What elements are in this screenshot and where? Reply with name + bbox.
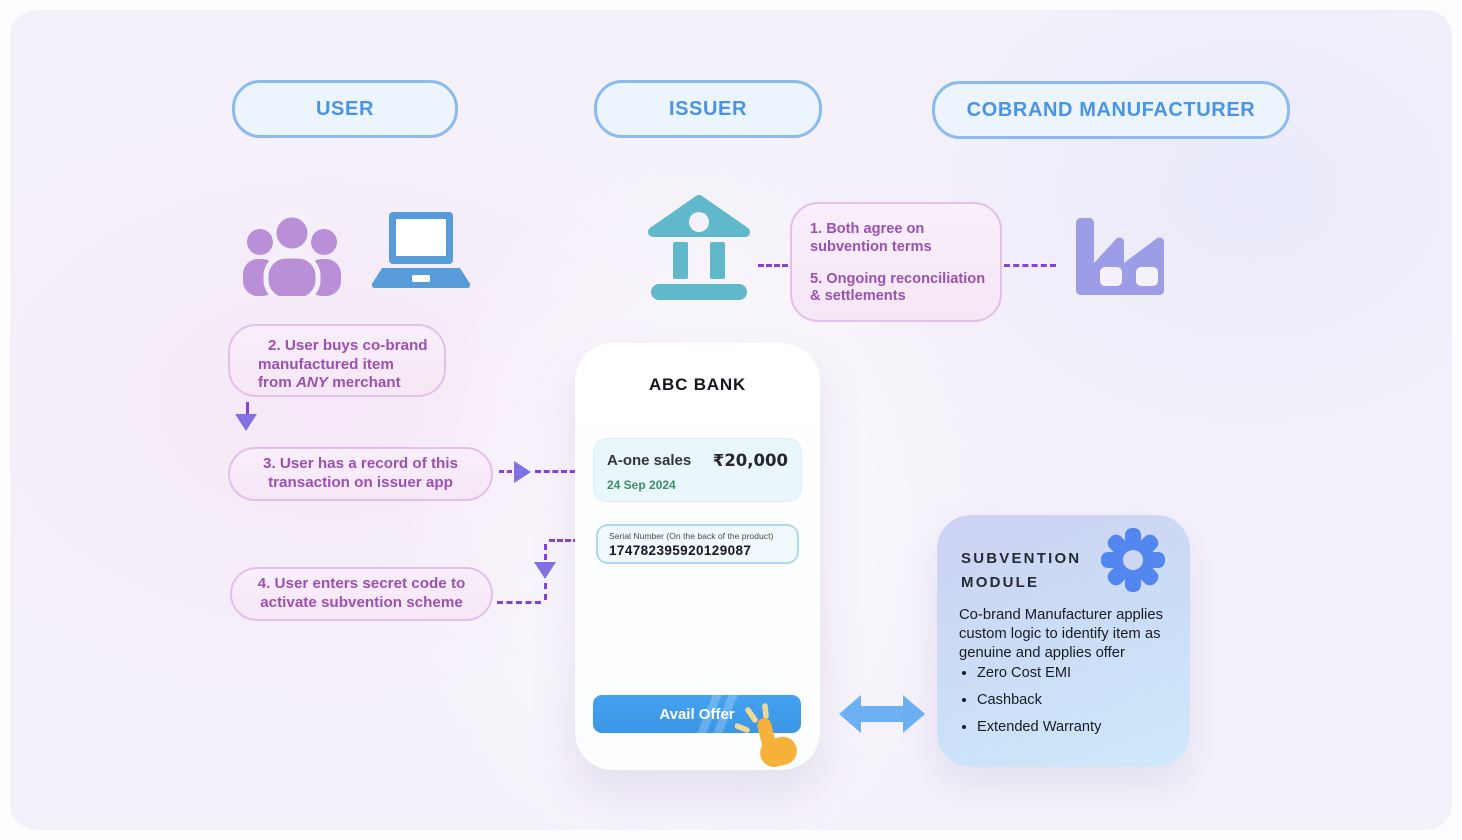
gear-icon	[1100, 527, 1166, 593]
callout-transaction-record: 3. User has a record of this transaction…	[228, 447, 493, 501]
double-arrow-icon	[838, 691, 926, 737]
connector-code-vertical-lower	[544, 583, 547, 600]
users-group-icon	[238, 212, 346, 303]
lane-pill-issuer: ISSUER	[594, 80, 822, 138]
module-offer-list: Zero Cost EMI Cashback Extended Warranty	[977, 665, 1101, 746]
callout-agree-terms: 1. Both agree on subvention terms 5. Ong…	[790, 202, 1002, 322]
phone-mockup: ABC BANK A-one sales ₹20,000 24 Sep 2024…	[575, 343, 820, 770]
tap-hand-icon	[734, 703, 801, 769]
factory-icon	[1058, 193, 1182, 305]
module-title: SUBVENTION MODULE	[961, 547, 1081, 595]
diagram-canvas: USER ISSUER COBRAND MANUFACTURER	[10, 10, 1452, 830]
connector-record-to-phone-line1	[499, 470, 512, 473]
transaction-merchant: A-one sales	[607, 452, 692, 469]
connector-agree-to-factory	[1004, 264, 1056, 267]
callout-agree-item-1: 1. Both agree on subvention terms	[810, 221, 932, 255]
bank-app-title: ABC BANK	[648, 375, 747, 394]
callout-user-buys-line2: manufactured item	[258, 355, 394, 373]
callout-transaction-record-text: 3. User has a record of this transaction…	[263, 455, 458, 491]
lane-pill-issuer-label: ISSUER	[668, 97, 748, 120]
laptop-icon	[371, 210, 471, 290]
avail-offer-label: Avail Offer	[659, 705, 735, 723]
connector-buys-to-record-line	[246, 402, 249, 414]
transaction-card[interactable]: A-one sales ₹20,000 24 Sep 2024	[593, 438, 802, 502]
connector-bank-to-agree	[758, 264, 788, 267]
arrowhead-down-icon	[534, 562, 556, 579]
lane-pill-cobrand-label: COBRAND MANUFACTURER	[966, 98, 1256, 121]
subvention-module-card: SUBVENTION MODULE Co-brand Manufacturer …	[937, 515, 1190, 767]
connector-code-top-line	[549, 539, 595, 542]
offer-item: Extended Warranty	[977, 719, 1101, 735]
arrowhead-down-icon	[235, 414, 257, 431]
transaction-amount: ₹20,000	[712, 451, 788, 470]
lane-pill-cobrand-manufacturer: COBRAND MANUFACTURER	[932, 81, 1290, 139]
any-emphasis: ANY	[295, 374, 329, 392]
lane-pill-user: USER	[232, 80, 458, 138]
serial-number-label: Serial Number (On the back of the produc…	[609, 531, 774, 541]
lane-pill-user-label: USER	[316, 97, 374, 120]
callout-user-buys-line1: 2. User buys co-brand	[268, 337, 428, 354]
connector-code-bottom-line	[497, 601, 541, 604]
callout-secret-code-text: 4. User enters secret code to activate s…	[257, 575, 466, 611]
serial-number-value: 174782395920129087	[609, 543, 752, 558]
module-description: Co-brand Manufacturer applies custom log…	[959, 607, 1163, 662]
callout-secret-code: 4. User enters secret code to activate s…	[230, 567, 493, 621]
callout-agree-item-5: 5. Ongoing reconciliation & settlements	[810, 270, 986, 305]
callout-user-buys: 2. User buys co-brand manufactured item …	[228, 324, 446, 397]
arrowhead-right-icon	[514, 461, 531, 483]
module-title-line2: MODULE	[961, 574, 1040, 591]
offer-item: Cashback	[977, 692, 1101, 708]
transaction-date: 24 Sep 2024	[607, 478, 676, 492]
connector-code-vertical-upper	[544, 544, 547, 560]
serial-number-field[interactable]: Serial Number (On the back of the produc…	[596, 524, 799, 564]
module-title-line1: SUBVENTION	[961, 550, 1082, 567]
callout-user-buys-line3: from ANY merchant	[258, 374, 401, 392]
connector-record-to-phone-line2	[535, 470, 593, 473]
bank-icon	[643, 192, 755, 304]
offer-item: Zero Cost EMI	[977, 665, 1101, 681]
